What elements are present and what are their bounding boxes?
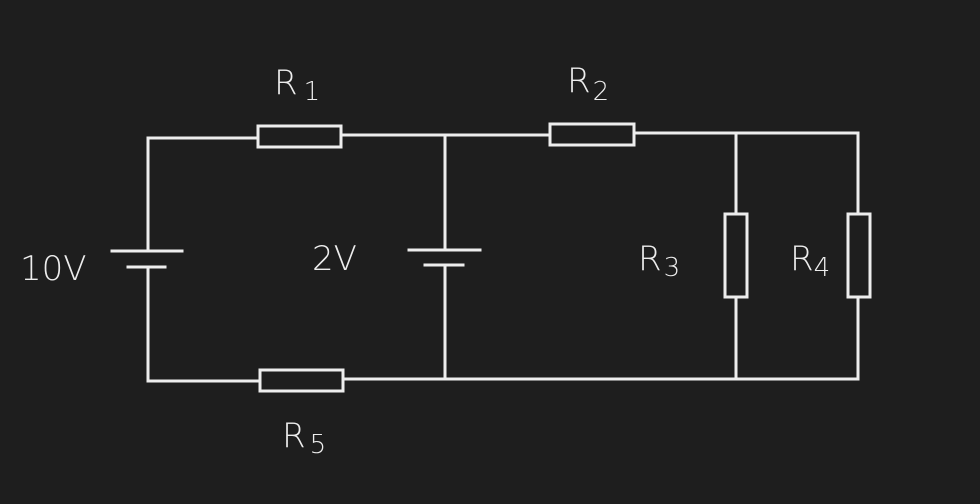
resistor-r2	[548, 122, 636, 147]
resistor-r3	[723, 212, 749, 299]
resistor-label-r3-index: 3	[664, 253, 681, 283]
wires	[146, 131, 860, 383]
resistor-label-r2-letter: R	[567, 61, 591, 101]
resistor-label-r2: R2	[567, 61, 609, 107]
source-label-2v: 2V	[312, 239, 357, 279]
battery-2v	[407, 248, 482, 267]
resistor-label-r5-letter: R	[282, 416, 306, 456]
resistor-label-r2-index: 2	[593, 77, 610, 107]
wire-left-top	[146, 136, 260, 253]
resistor-r5	[258, 368, 345, 393]
source-label-10v: 10V	[20, 249, 87, 289]
resistor-label-r3-letter: R	[638, 239, 662, 279]
resistor-label-r1-letter: R	[274, 63, 298, 103]
resistor-r1	[256, 124, 343, 149]
resistor-label-r4-letter: R	[790, 239, 814, 279]
resistor-label-r5-index: 5	[310, 430, 327, 460]
resistor-label-r4-index: 4	[814, 253, 831, 283]
battery-10v	[110, 249, 184, 269]
resistor-label-r3: R3	[638, 239, 680, 283]
resistor-label-r1-index: 1	[304, 77, 321, 107]
resistor-r4	[846, 212, 872, 299]
resistor-label-r4: R4	[790, 239, 830, 283]
